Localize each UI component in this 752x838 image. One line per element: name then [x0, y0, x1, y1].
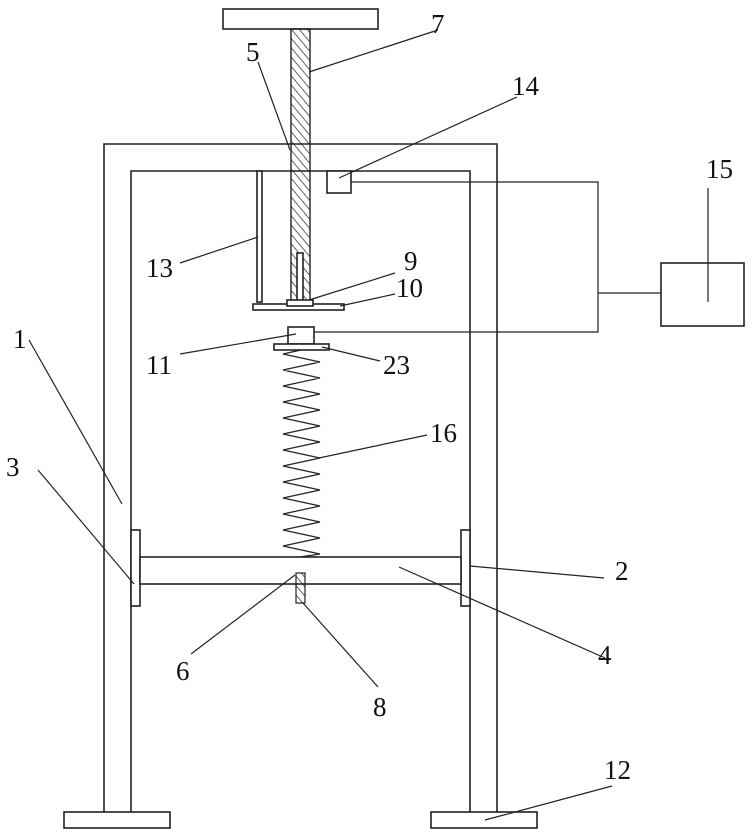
label-23: 23 [383, 350, 410, 380]
label-2: 2 [615, 556, 629, 586]
left-foot [64, 812, 170, 828]
label-7: 7 [431, 9, 445, 39]
spring [283, 350, 320, 557]
right-foot [431, 812, 537, 828]
bottom-stub [296, 573, 305, 603]
label-3: 3 [6, 452, 20, 482]
label-14: 14 [512, 71, 540, 101]
reference-numerals: 7 5 14 15 13 9 10 11 23 1 16 3 2 4 6 8 1… [6, 9, 733, 785]
top-handle [223, 9, 378, 29]
label-16: 16 [430, 418, 457, 448]
label-5: 5 [246, 37, 260, 67]
label-1: 1 [13, 324, 27, 354]
controller-box [661, 263, 744, 326]
label-13: 13 [146, 253, 173, 283]
label-12: 12 [604, 755, 631, 785]
label-11: 11 [146, 350, 172, 380]
left-clamp [131, 530, 140, 606]
signal-wire [314, 182, 661, 332]
pressure-block [288, 327, 314, 344]
disc-hub [287, 300, 313, 306]
spring-seat [274, 344, 329, 350]
inner-shaft [297, 253, 303, 305]
label-10: 10 [396, 273, 423, 303]
label-15: 15 [706, 154, 733, 184]
label-9: 9 [404, 246, 418, 276]
label-8: 8 [373, 692, 387, 722]
label-4: 4 [598, 640, 612, 670]
label-6: 6 [176, 656, 190, 686]
